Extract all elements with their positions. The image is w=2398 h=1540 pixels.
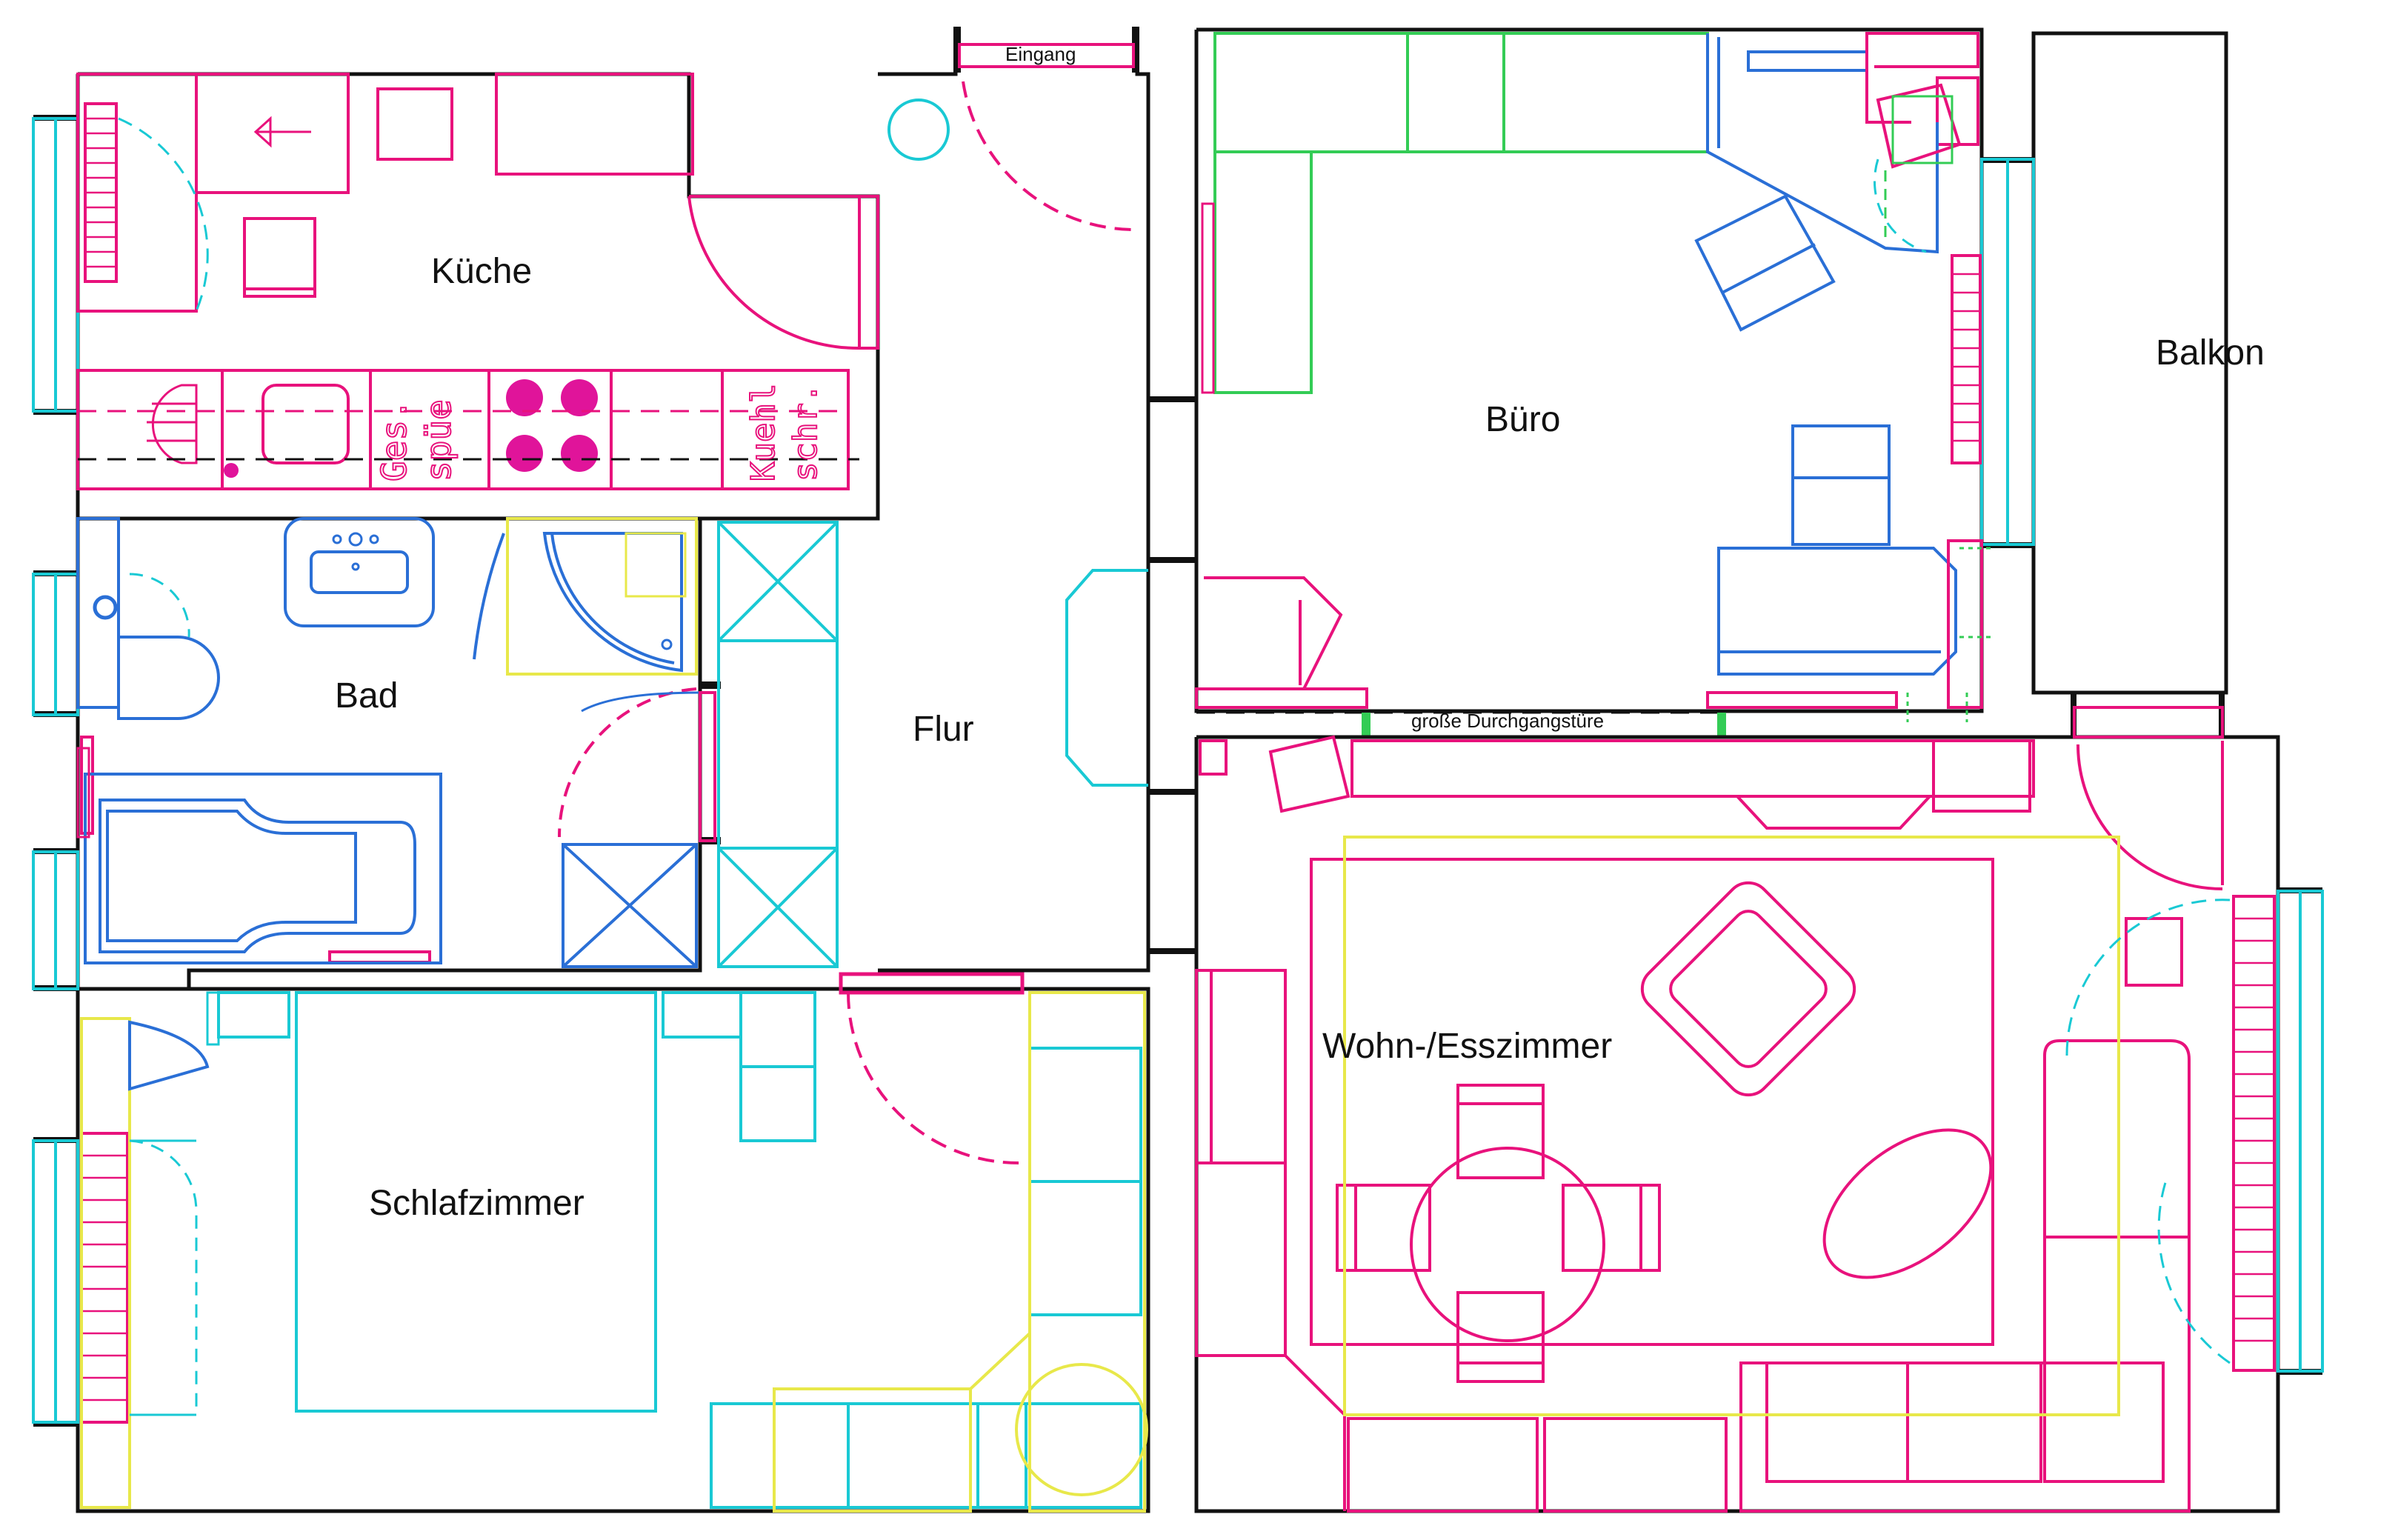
- room-label-wohn-esszimmer: Wohn-/Esszimmer: [1322, 1027, 1612, 1066]
- dishwasher-label-1: Ges.: [374, 399, 414, 481]
- bedroom-yellow-outlines: [80, 991, 1148, 1513]
- room-label-kueche: Küche: [431, 252, 532, 291]
- stool-icon: [147, 384, 198, 464]
- room-label-schlafzimmer: Schlafzimmer: [369, 1184, 584, 1223]
- room-label-balkon: Balkon: [2156, 333, 2265, 373]
- shower-corner: [625, 532, 687, 598]
- schlafzimmer-door-frame: [839, 972, 1025, 995]
- faucet-icon: [332, 532, 379, 571]
- kitchen-arrow-icon: [253, 116, 311, 148]
- living-window-swing: [2065, 899, 2231, 1056]
- bathroom-window-swing: [129, 573, 190, 638]
- kitchen-door-swing: [687, 196, 860, 350]
- dishwasher-label-2: spüe: [419, 399, 459, 481]
- entrance-threshold: [958, 43, 1135, 68]
- radiator-hatching: [81, 117, 2274, 1401]
- room-label-bad: Bad: [335, 676, 398, 716]
- windows: [32, 117, 2324, 1424]
- living-window-swing-2: [2157, 1177, 2231, 1364]
- bathroom-door-blue-swing: [581, 691, 701, 713]
- office-window-swing: [1874, 159, 1927, 253]
- entrance-label: Eingang: [1005, 43, 1076, 65]
- bathroom-cabinet: [562, 843, 698, 968]
- bathroom-fixtures: [76, 517, 683, 964]
- bath-bottom-radiator: [76, 747, 90, 839]
- balcony-door-frame: [2073, 706, 2224, 739]
- living-magenta-furniture: [1195, 735, 2191, 1513]
- bedroom-window-swing-dashed: [129, 1139, 198, 1415]
- hob-icon: [506, 379, 598, 472]
- schlafzimmer-door-swing: [847, 992, 1019, 1164]
- kitchen-window-swing: [118, 117, 209, 312]
- bedroom-cyan-furniture: [217, 991, 1142, 1509]
- large-door-post-left: [1362, 713, 1370, 739]
- shower-tray: [506, 517, 698, 676]
- office-green-furniture: [1213, 32, 1709, 394]
- office-blue-furniture: [1694, 33, 1957, 676]
- shower-drain-icon: [661, 639, 673, 650]
- balcony-door-swing: [2076, 744, 2223, 890]
- room-label-flur: Flur: [913, 710, 974, 749]
- washer-icon: [93, 595, 118, 620]
- entrance-door-swing: [962, 81, 1138, 232]
- living-rug: [1343, 836, 2120, 1416]
- large-door-label: große Durchgangstüre: [1411, 710, 1604, 732]
- office-green-marks: [1884, 95, 1993, 722]
- room-label-buero: Büro: [1485, 400, 1560, 439]
- kitchen-furniture: [76, 73, 879, 490]
- bedroom-door-post: [206, 991, 220, 1046]
- large-door-post-right: [1717, 713, 1726, 739]
- office-magenta-furniture: [1195, 32, 1983, 709]
- bathroom-door-swing: [557, 687, 697, 838]
- fridge-label-2: schr.: [787, 384, 825, 481]
- sink-drain-icon: [224, 463, 239, 478]
- bathroom-door-frame: [699, 691, 716, 842]
- fridge-label-1: Kuehl: [745, 384, 782, 481]
- walls: [76, 27, 2280, 1513]
- office-radiator-left: [1201, 202, 1215, 394]
- coat-stand-icon: [887, 99, 950, 161]
- hall-wardrobe: [717, 521, 1148, 968]
- bedroom-window-swing: [128, 1020, 210, 1091]
